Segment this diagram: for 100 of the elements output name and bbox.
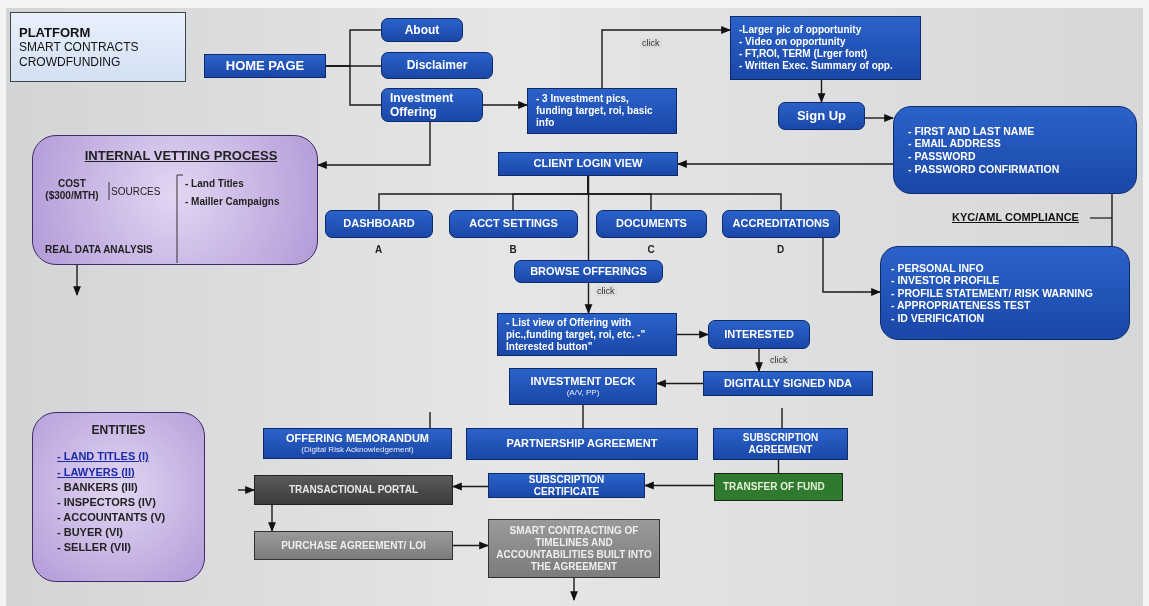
panel-label: REAL DATA ANALYSIS xyxy=(45,244,154,256)
list-item: - PASSWORD CONFIRMATION xyxy=(908,162,1061,176)
process-box xyxy=(722,210,840,238)
process-box xyxy=(703,371,873,396)
arrow xyxy=(570,577,578,601)
box-label: - 3 Investment pics, funding target, roi, basic info xyxy=(536,93,654,129)
list-item: - ACCOUNTANTS (V) xyxy=(57,510,167,526)
panel-label: COST ($300/MTH) xyxy=(44,178,100,202)
box-label: ACCREDITATIONS xyxy=(731,217,831,231)
box-label: OFFERING MEMORANDUM xyxy=(285,432,430,446)
tab-letter: A xyxy=(375,244,383,255)
entity-panel xyxy=(32,412,205,582)
info-panel xyxy=(10,12,186,82)
box-label: INVESTMENT DECK xyxy=(529,375,637,389)
connector-line xyxy=(582,404,584,429)
connector-line xyxy=(587,175,782,211)
connector-line xyxy=(1111,193,1113,247)
list-item: - Land Titles xyxy=(185,178,245,190)
panel-title: ENTITIES xyxy=(90,423,147,438)
arrow xyxy=(677,160,894,168)
arrow xyxy=(817,79,826,103)
list-item: - Mailler Campaigns xyxy=(185,196,281,208)
arrow xyxy=(601,26,731,89)
process-box xyxy=(204,54,326,78)
list-item: - BANKERS (III) xyxy=(57,479,139,495)
arrow xyxy=(317,121,431,169)
process-box xyxy=(254,475,453,505)
edge-label: click xyxy=(768,355,790,365)
box-label: HOME PAGE xyxy=(224,58,306,74)
process-box xyxy=(713,428,848,460)
box-label: ACCT SETTINGS xyxy=(468,217,559,231)
list-item: - PASSWORD xyxy=(908,150,977,163)
box-label: SUBSCRIPTION AGREEMENT xyxy=(741,432,820,456)
box-label: SUBSCRIPTION CERTIFICATE xyxy=(527,473,606,498)
arrow xyxy=(452,541,489,550)
list-item: - INSPECTORS (IV) xyxy=(57,494,157,510)
box-subtitle: (Digital Risk Acknowledgement) xyxy=(300,445,415,455)
process-box xyxy=(498,152,678,176)
process-box xyxy=(778,102,865,130)
process-box xyxy=(893,106,1137,194)
process-box xyxy=(527,88,677,134)
box-label: About xyxy=(403,22,441,38)
box-label: INTERESTED xyxy=(723,327,795,342)
process-box xyxy=(325,210,433,238)
process-box xyxy=(488,473,645,498)
process-box xyxy=(254,531,453,560)
list-item: - BUYER (VI) xyxy=(57,525,124,541)
panel-title: INTERNAL VETTING PROCESS xyxy=(83,148,279,164)
list-item: -Larger pic of opportunity xyxy=(739,24,863,36)
panel-label: SOURCES xyxy=(111,186,162,198)
process-box xyxy=(708,320,810,349)
connector-line xyxy=(325,65,382,106)
arrow xyxy=(268,504,276,532)
list-item: - APPROPRIATENESS TEST xyxy=(891,299,1032,312)
tab-letter: B xyxy=(509,244,517,255)
box-label: PARTNERSHIP AGREEMENT xyxy=(505,437,659,451)
panel-text: SMART CONTRACTS xyxy=(19,40,140,55)
list-item: - LAND TITLES (I) xyxy=(57,449,150,465)
arrow xyxy=(755,348,763,372)
list-item: - Written Exec. Summary of opp. xyxy=(739,60,894,72)
arrow xyxy=(237,486,255,494)
process-box xyxy=(488,519,660,578)
tab-letter: C xyxy=(647,244,655,255)
arrow xyxy=(644,481,715,490)
box-label: Investment Offering xyxy=(390,90,455,120)
process-box xyxy=(449,210,578,238)
box-label: DASHBOARD xyxy=(342,217,416,231)
list-item: - EMAIL ADDRESS xyxy=(908,137,1002,150)
connector-line xyxy=(587,175,590,261)
panel-text: CROWDFUNDING xyxy=(19,54,122,70)
process-box xyxy=(596,210,707,238)
process-box xyxy=(381,18,463,42)
box-label: Disclaimer xyxy=(405,58,469,73)
list-item: - ID VERIFICATION xyxy=(891,311,986,325)
box-label: PURCHASE AGREEMENT/ LOI xyxy=(280,539,427,552)
list-item: - FIRST AND LAST NAME xyxy=(908,124,1036,138)
box-label: TRANSACTIONAL PORTAL xyxy=(287,484,420,496)
box-label: CLIENT LOGIN VIEW xyxy=(532,157,644,171)
arrow xyxy=(482,101,528,109)
box-label: SMART CONTRACTING OF TIMELINES AND ACCOUNTABILITIES BUILT INTO THE AGREEMENT xyxy=(495,524,653,573)
box-label: TRANSFER OF FUND xyxy=(723,481,826,493)
arrow xyxy=(822,237,881,296)
list-item: - SELLER (VII) xyxy=(57,540,132,556)
tab-letter: D xyxy=(777,244,785,255)
box-label: DOCUMENTS xyxy=(615,217,688,231)
box-label: - List view of Offering with pic.,funding target, roi, etc. -" Interested button" xyxy=(506,316,647,353)
process-box xyxy=(514,260,663,283)
list-item: - PROFILE STATEMENT/ RISK WARNING xyxy=(891,286,1095,300)
panel-title: PLATFORM xyxy=(19,24,92,41)
list-item: - LAWYERS (II) xyxy=(57,464,136,480)
arrow xyxy=(864,114,894,122)
list-item: - FT,ROI, TERM (Lrger font) xyxy=(739,48,869,60)
arrow xyxy=(584,282,593,314)
list-item: - Video on opportunity xyxy=(739,36,847,48)
edge-label: click xyxy=(640,38,662,48)
list-item: - PERSONAL INFO xyxy=(891,261,985,275)
process-box xyxy=(509,368,657,405)
arrow xyxy=(73,264,81,296)
process-box xyxy=(381,88,483,122)
process-box xyxy=(263,428,452,459)
